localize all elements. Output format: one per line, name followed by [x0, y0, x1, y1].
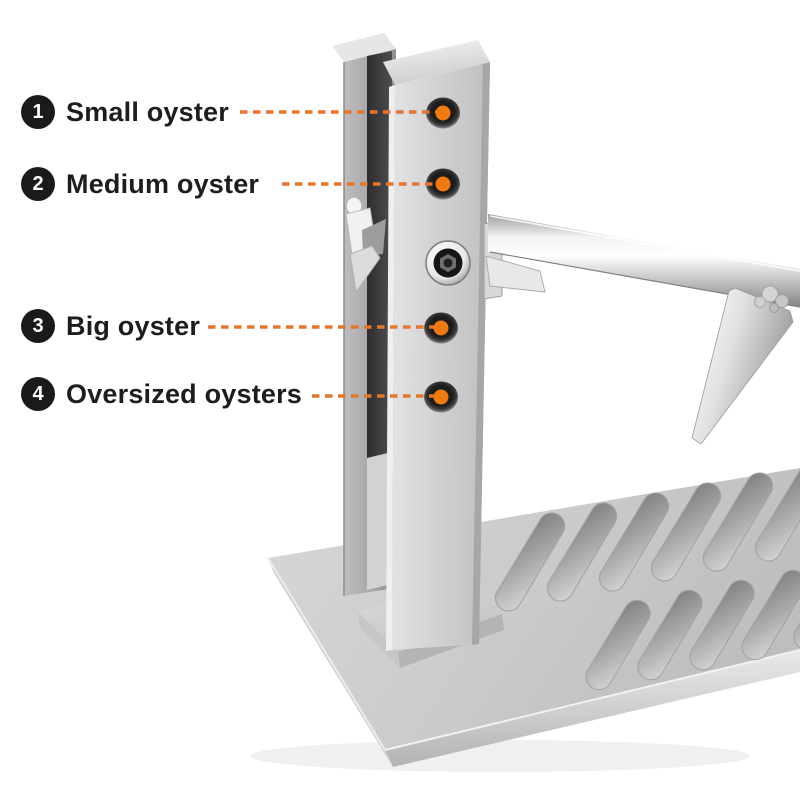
annotation-label-3: Big oyster: [66, 310, 201, 341]
leader-lines: [208, 110, 436, 398]
post-right-shade: [472, 62, 490, 645]
base-left-edge-highlight: [267, 557, 386, 751]
weld-joint: [754, 285, 789, 313]
latch-gray-wedge: [362, 219, 386, 256]
hole-markers: [433, 105, 451, 405]
bolt-socket-center: [443, 258, 453, 268]
base-front-face: [385, 650, 800, 767]
hole-marker-4: [433, 389, 449, 405]
post-left-bevel: [386, 85, 395, 651]
annotation-label-4: Oversized oysters: [66, 378, 303, 409]
lever-rod: [488, 214, 800, 307]
number-badge-4: 4: [21, 377, 55, 411]
hole-marker-3: [433, 320, 449, 336]
hole-marker-1: [435, 105, 451, 121]
latch-lower-arm: [349, 245, 381, 294]
clamp-latch-lever: [345, 196, 386, 294]
rod-top-highlight: [489, 215, 800, 272]
base-front-edge-highlight: [384, 649, 800, 751]
jaw-gap-lower-lit-wall: [367, 452, 392, 590]
annotation-row-small-oyster: 1 Small oyster: [21, 94, 229, 130]
annotation-label-1: Small oyster: [66, 96, 229, 127]
front-jaw-post: [383, 40, 490, 651]
hex-pivot-bolt: [425, 240, 471, 286]
number-badge-1: 1: [21, 95, 55, 129]
hole-marker-2: [435, 176, 451, 192]
post-front-face: [392, 62, 490, 650]
annotation-label-2: Medium oyster: [66, 168, 260, 199]
annotation-row-oversized-oysters: 4 Oversized oysters: [21, 376, 302, 412]
post-top-face: [383, 40, 490, 85]
lever-arm: [483, 214, 800, 445]
base-slots-lower-row: [585, 559, 800, 691]
shucking-spike: [691, 287, 794, 445]
base-slots-upper-row: [494, 462, 800, 612]
pry-blade: [485, 255, 546, 293]
rear-bar-top-face: [332, 33, 396, 62]
annotation-row-big-oyster: 3 Big oyster: [21, 308, 200, 344]
number-badge-2: 2: [21, 167, 55, 201]
base-shadow: [250, 740, 750, 772]
number-badge-3: 3: [21, 309, 55, 343]
annotation-row-medium-oyster: 2 Medium oyster: [21, 166, 259, 202]
flange-left-face: [358, 612, 400, 668]
